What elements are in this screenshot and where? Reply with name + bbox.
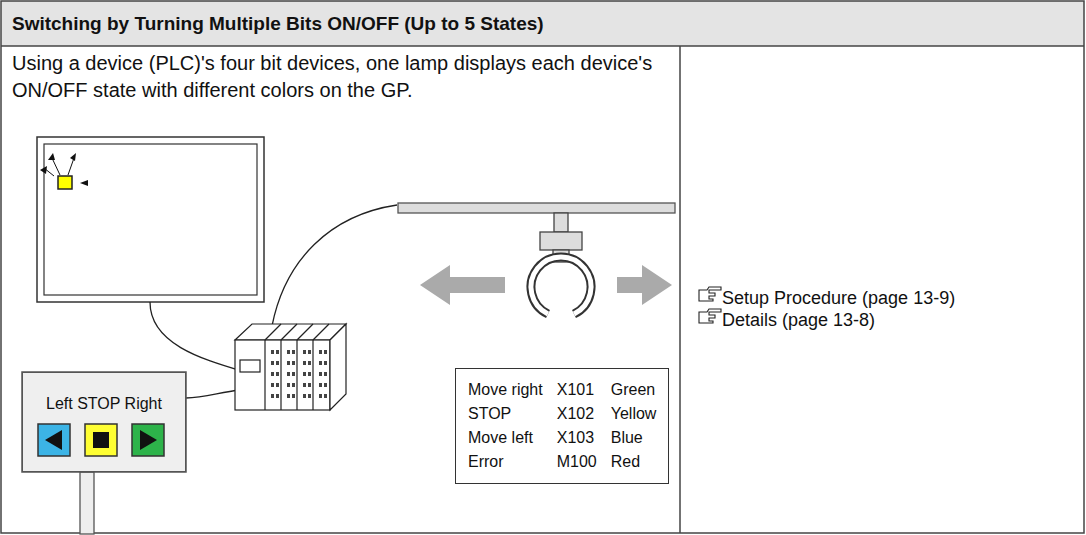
terminal-dot bbox=[308, 361, 311, 365]
terminal-dot bbox=[287, 372, 290, 376]
terminal-dot bbox=[292, 350, 295, 354]
header-title: Switching by Turning Multiple Bits ON/OF… bbox=[12, 13, 544, 35]
terminal-dot bbox=[303, 394, 306, 398]
legend-table: Move right X101 GreenSTOP X102 YellowMove le… bbox=[455, 368, 669, 484]
terminal-dot bbox=[292, 372, 295, 376]
terminal-dot bbox=[319, 372, 322, 376]
panel-label: Left STOP Right bbox=[46, 395, 162, 412]
gp-screen bbox=[37, 137, 264, 302]
terminal-dot bbox=[308, 394, 311, 398]
terminal-dot bbox=[319, 361, 322, 365]
link-text: Details (page 13-8) bbox=[722, 310, 875, 331]
terminal-dot bbox=[276, 372, 279, 376]
terminal-dot bbox=[292, 361, 295, 365]
table-cell: STOP bbox=[468, 405, 543, 423]
terminal-dot bbox=[287, 394, 290, 398]
terminal-dot bbox=[303, 372, 306, 376]
operation-panel-box: Left STOP Right bbox=[22, 372, 186, 472]
table-cell: X102 bbox=[557, 405, 597, 423]
terminal-dot bbox=[319, 383, 322, 387]
crane bbox=[398, 203, 675, 314]
terminal-dot bbox=[271, 350, 274, 354]
table-cell: Green bbox=[611, 381, 657, 399]
terminal-dot bbox=[271, 372, 274, 376]
terminal-dot bbox=[319, 394, 322, 398]
table-cell: Move left bbox=[468, 429, 543, 447]
terminal-dot bbox=[292, 383, 295, 387]
link-text: Setup Procedure (page 13-9) bbox=[722, 288, 955, 309]
terminal-dot bbox=[276, 383, 279, 387]
table-divider bbox=[679, 46, 681, 533]
terminal-dot bbox=[303, 383, 306, 387]
terminal-dot bbox=[303, 361, 306, 365]
table-cell: Red bbox=[611, 453, 657, 471]
table-cell: Error bbox=[468, 453, 543, 471]
terminal-dot bbox=[292, 394, 295, 398]
plc-unit bbox=[235, 324, 346, 410]
table-cell: Move right bbox=[468, 381, 543, 399]
description: Using a device (PLC)'s four bit devices,… bbox=[12, 50, 662, 104]
terminal-dot bbox=[276, 361, 279, 365]
table-cell: X101 bbox=[557, 381, 597, 399]
terminal-dot bbox=[324, 394, 327, 398]
terminal-dot bbox=[287, 383, 290, 387]
table-cell: X103 bbox=[557, 429, 597, 447]
header-band bbox=[1, 1, 1084, 46]
terminal-dot bbox=[287, 361, 290, 365]
terminal-dot bbox=[324, 361, 327, 365]
terminal-dot bbox=[287, 350, 290, 354]
plc-terminals bbox=[271, 350, 327, 398]
terminal-dot bbox=[303, 350, 306, 354]
terminal-dot bbox=[271, 394, 274, 398]
operation-panel bbox=[22, 372, 186, 534]
terminal-dot bbox=[308, 372, 311, 376]
terminal-dot bbox=[276, 350, 279, 354]
link-hand-icon bbox=[699, 287, 721, 323]
terminal-dot bbox=[324, 350, 327, 354]
terminal-dot bbox=[324, 372, 327, 376]
terminal-dot bbox=[308, 350, 311, 354]
table-rule bbox=[1, 45, 1084, 47]
table-cell: Yellow bbox=[611, 405, 657, 423]
terminal-dot bbox=[308, 383, 311, 387]
table-cell: M100 bbox=[557, 453, 597, 471]
table-cell: Blue bbox=[611, 429, 657, 447]
terminal-dot bbox=[324, 383, 327, 387]
terminal-dot bbox=[319, 350, 322, 354]
terminal-dot bbox=[276, 394, 279, 398]
terminal-dot bbox=[271, 383, 274, 387]
terminal-dot bbox=[271, 361, 274, 365]
